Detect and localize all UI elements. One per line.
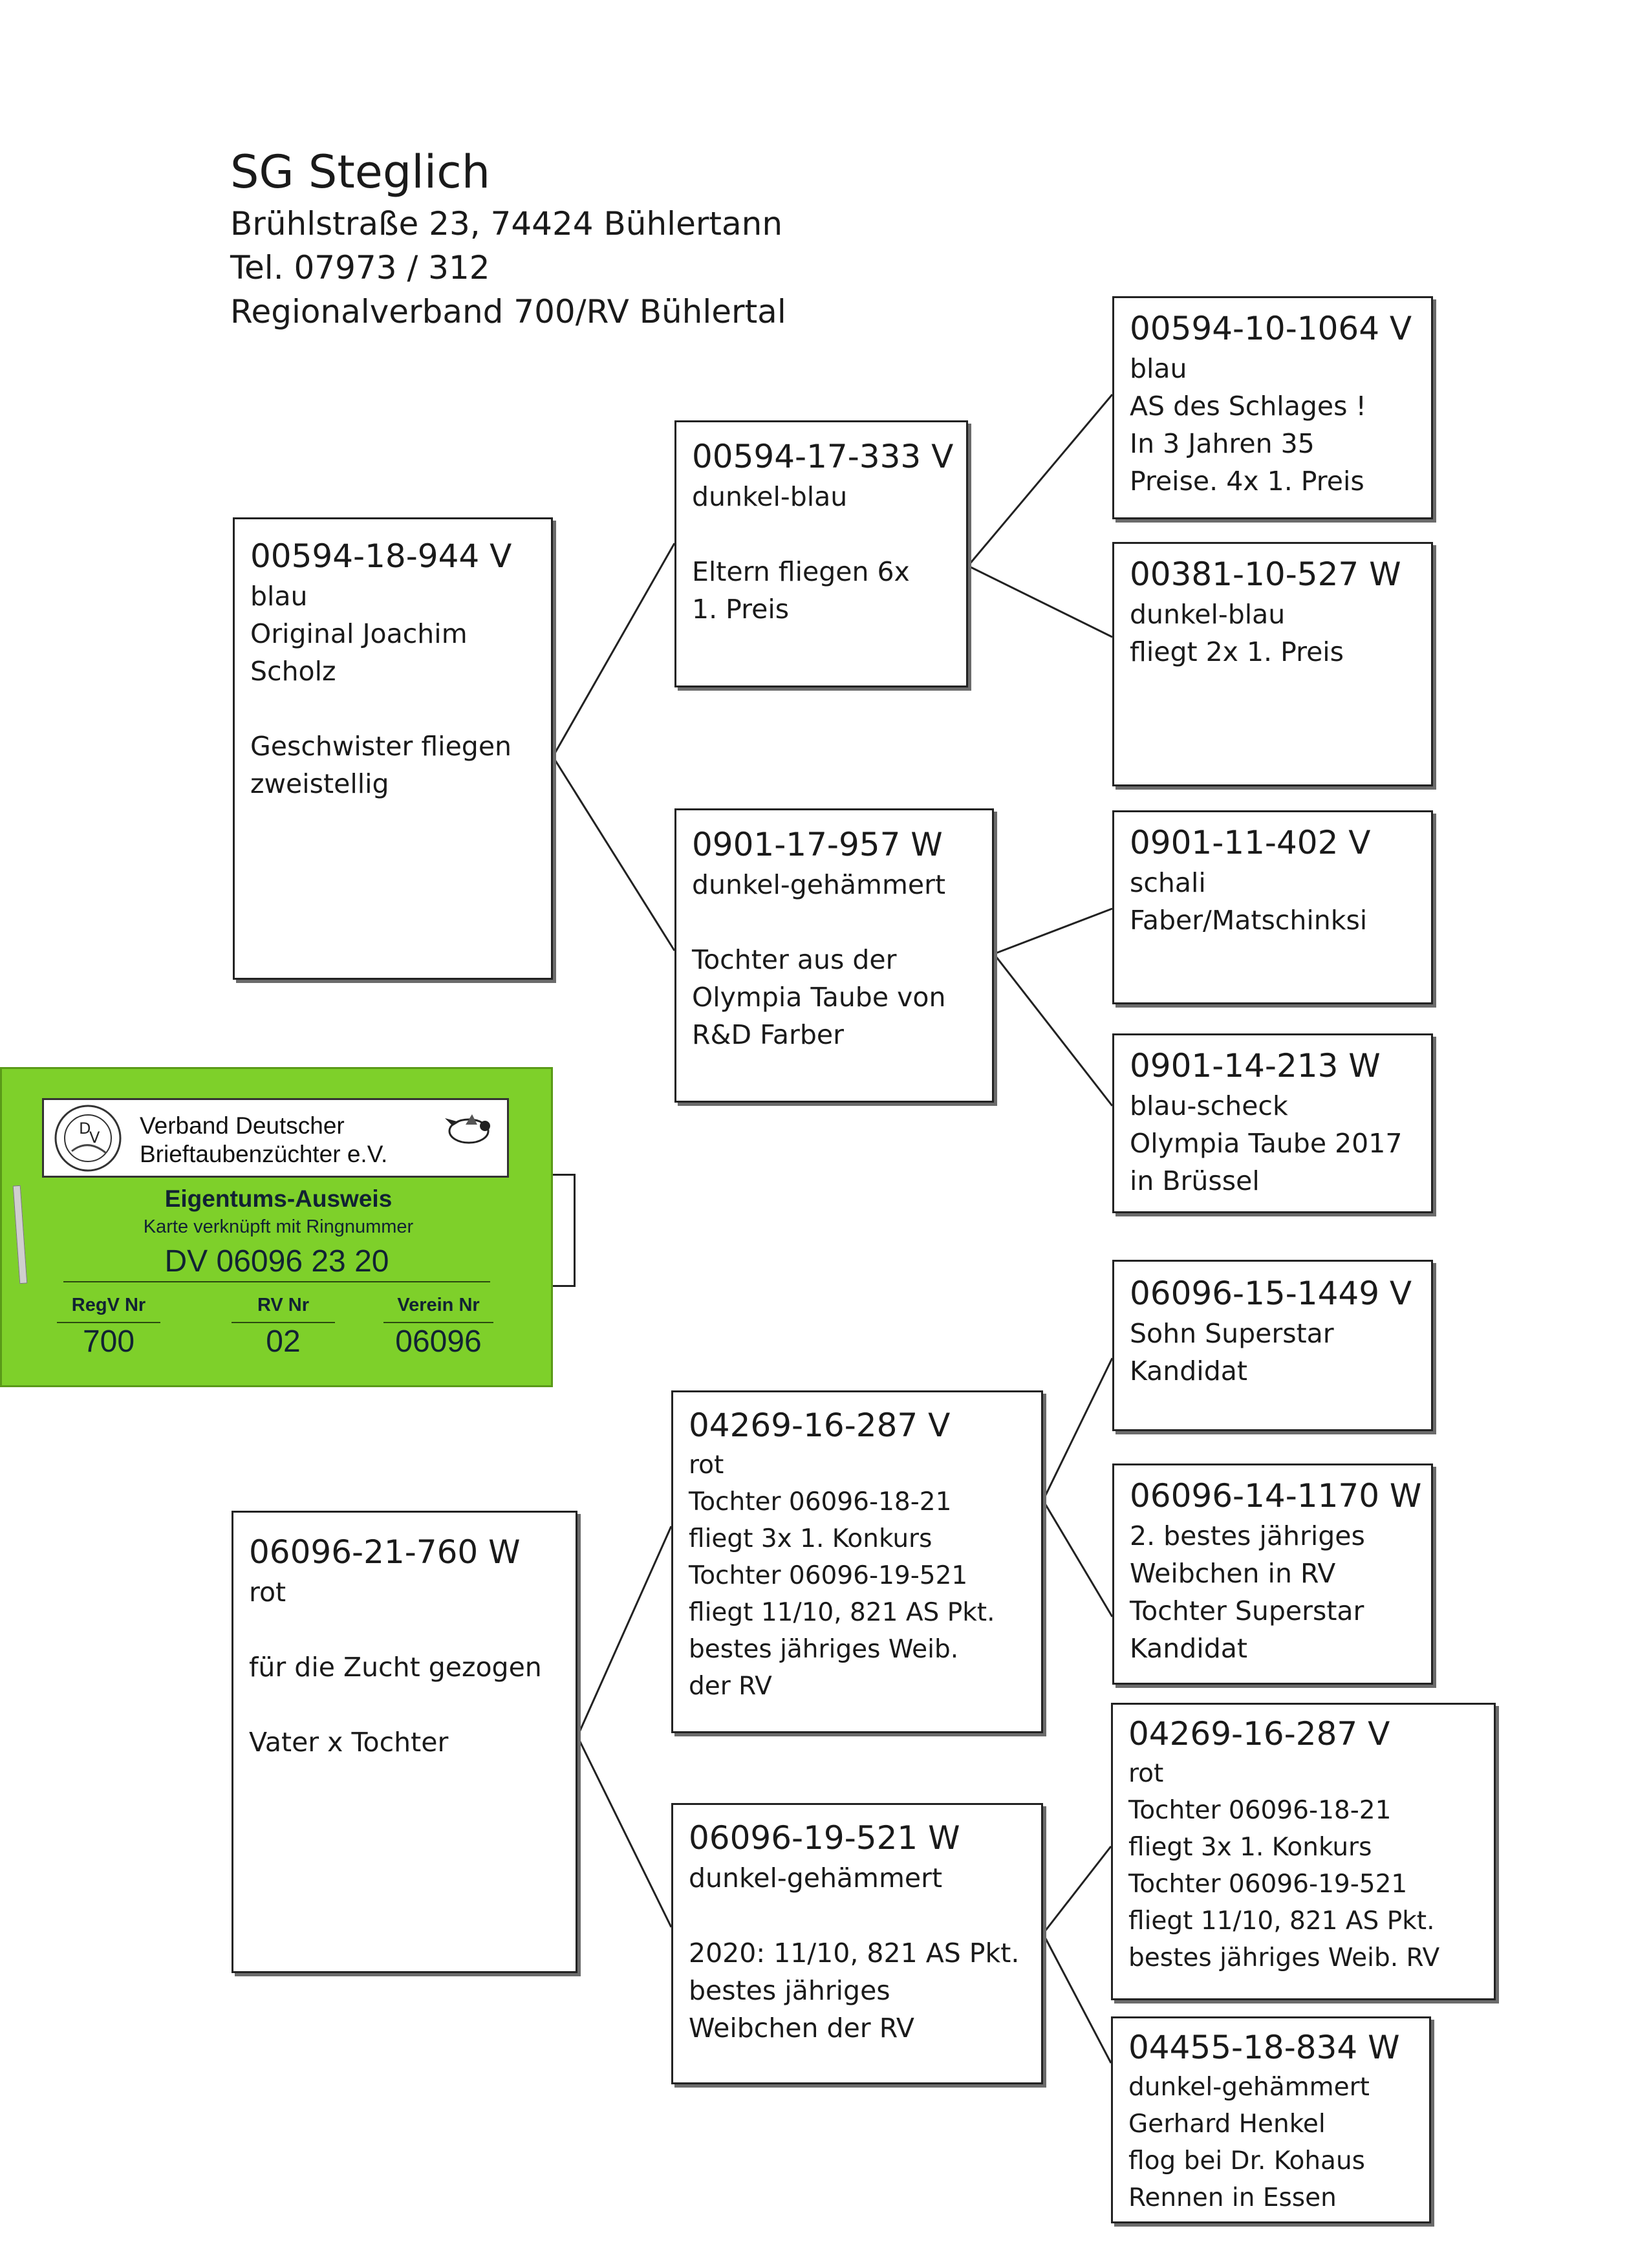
pigeon-notes: rot Tochter 06096-18-21 fliegt 3x 1. Kon… (1128, 1759, 1440, 1972)
pigeon-card-mm-top: 0901-14-213 W blau-scheck Olympia Taube … (1112, 1033, 1433, 1213)
association-name-line2: Brieftaubenzüchter e.V. (140, 1141, 388, 1167)
ring-number: 04269-16-287 V (1128, 1715, 1390, 1753)
ring-number: 06096-21-760 W (249, 1533, 521, 1571)
pigeon-notes: blau AS des Schlages ! In 3 Jahren 35 Pr… (1130, 353, 1366, 497)
ring-number: 04455-18-834 W (1128, 2029, 1400, 2066)
pigeon-notes: Sohn Superstar Kandidat (1130, 1318, 1334, 1387)
pigeon-card-ff-top: 00594-10-1064 V blau AS des Schlages ! I… (1112, 296, 1433, 519)
card-header: D V Verband Deutscher Brieftaubenzüchter… (42, 1098, 509, 1178)
regv-value: 700 (57, 1322, 160, 1361)
pigeon-notes: dunkel-gehämmert Gerhard Henkel flog bei… (1128, 2073, 1370, 2212)
pigeon-card-subject-bottom: 06096-21-760 W rot für die Zucht gezogen… (232, 1511, 577, 1973)
ring-number: 0901-17-957 W (692, 826, 943, 863)
card-ring-number: DV 06096 23 20 (63, 1242, 490, 1282)
connector-line (552, 756, 676, 951)
ring-number: 00594-18-944 V (250, 537, 512, 575)
card-regv-field: RegV Nr 700 (57, 1292, 160, 1361)
rv-value: 02 (232, 1322, 335, 1361)
ownership-id-card: D V Verband Deutscher Brieftaubenzüchter… (0, 1067, 553, 1387)
connector-line (993, 953, 1114, 1107)
breeder-name: SG Steglich (230, 146, 491, 199)
rv-label: RV Nr (257, 1295, 310, 1315)
card-rv-field: RV Nr 02 (232, 1292, 335, 1361)
pigeon-card-subject-top: 00594-18-944 V blau Original Joachim Sch… (233, 517, 553, 980)
breeder-header: SG Steglich Brühlstraße 23, 74424 Bühler… (230, 142, 786, 334)
pigeon-notes: blau Original Joachim Scholz Geschwister… (250, 581, 512, 799)
pigeon-notes: rot für die Zucht gezogen Vater x Tochte… (249, 1577, 542, 1758)
verein-value: 06096 (383, 1322, 493, 1361)
pigeon-card-father-bottom: 04269-16-287 V rot Tochter 06096-18-21 f… (671, 1390, 1043, 1733)
pigeon-notes: dunkel-gehämmert Tochter aus der Olympia… (692, 869, 946, 1050)
svg-text:D: D (79, 1119, 91, 1138)
pigeon-card-mm-bottom: 04455-18-834 W dunkel-gehämmert Gerhard … (1111, 2016, 1431, 2223)
ring-number: 06096-15-1449 V (1130, 1275, 1412, 1312)
connector-line (1042, 1846, 1112, 1934)
pigeon-card-mf-top: 0901-11-402 V schali Faber/Matschinksi (1112, 810, 1433, 1004)
ring-number: 00381-10-527 W (1130, 556, 1401, 593)
verein-label: Verein Nr (397, 1295, 480, 1315)
breeder-phone: Tel. 07973 / 312 (230, 249, 490, 286)
association-name-line1: Verband Deutscher (140, 1112, 345, 1139)
pigeon-card-mf-bottom: 04269-16-287 V rot Tochter 06096-18-21 f… (1111, 1703, 1496, 2000)
connector-line (1042, 1357, 1114, 1501)
card-verein-field: Verein Nr 06096 (383, 1292, 493, 1361)
pigeon-notes: blau-scheck Olympia Taube 2017 in Brüsse… (1130, 1090, 1403, 1196)
pigeon-notes: dunkel-blau Eltern fliegen 6x 1. Preis (692, 481, 910, 625)
regv-label: RegV Nr (71, 1295, 146, 1315)
ring-number: 0901-14-213 W (1130, 1047, 1381, 1085)
pigeon-card-mother-bottom: 06096-19-521 W dunkel-gehämmert 2020: 11… (671, 1803, 1043, 2084)
ring-number: 00594-10-1064 V (1130, 310, 1412, 347)
pigeon-notes: dunkel-gehämmert 2020: 11/10, 821 AS Pkt… (689, 1863, 1020, 2044)
association-name: Verband Deutscher Brieftaubenzüchter e.V… (140, 1112, 387, 1169)
pigeon-notes: 2. bestes jähriges Weibchen in RV Tochte… (1130, 1520, 1365, 1664)
pigeon-card-ff-bottom: 06096-15-1449 V Sohn Superstar Kandidat (1112, 1260, 1433, 1431)
pigeon-notes: schali Faber/Matschinksi (1130, 867, 1368, 936)
pigeon-card-father-top: 00594-17-333 V dunkel-blau Eltern fliege… (674, 420, 968, 687)
breeder-address: Brühlstraße 23, 74424 Bühlertann (230, 205, 783, 243)
connector-line (1042, 1500, 1114, 1617)
connector-line (967, 394, 1114, 567)
association-logo-icon: D V (54, 1105, 122, 1172)
pigeon-card-fm-bottom: 06096-14-1170 W 2. bestes jähriges Weibc… (1112, 1463, 1433, 1685)
connector-line (576, 1736, 673, 1928)
svg-text:V: V (89, 1129, 100, 1147)
pigeon-notes: rot Tochter 06096-18-21 fliegt 3x 1. Kon… (689, 1451, 995, 1701)
ring-number: 06096-14-1170 W (1130, 1477, 1422, 1515)
card-subtitle: Karte verknüpft mit Ringnummer (143, 1216, 414, 1237)
connector-line (993, 907, 1113, 955)
ring-number: 00594-17-333 V (692, 438, 954, 475)
ring-number: 06096-19-521 W (689, 1819, 960, 1857)
ring-number: 0901-11-402 V (1130, 824, 1371, 861)
pigeon-card-mother-top: 0901-17-957 W dunkel-gehämmert Tochter a… (674, 808, 994, 1103)
connector-line (576, 1526, 673, 1737)
connector-line (967, 565, 1113, 638)
pigeon-icon (445, 1114, 490, 1144)
connector-line (1042, 1933, 1112, 2064)
ring-number: 04269-16-287 V (689, 1407, 951, 1444)
connector-line (552, 543, 676, 757)
pigeon-notes: dunkel-blau fliegt 2x 1. Preis (1130, 599, 1344, 667)
card-title: Eigentums-Ausweis (164, 1185, 393, 1212)
breeder-region: Regionalverband 700/RV Bühlertal (230, 293, 786, 330)
pigeon-card-fm-top: 00381-10-527 W dunkel-blau fliegt 2x 1. … (1112, 542, 1433, 786)
